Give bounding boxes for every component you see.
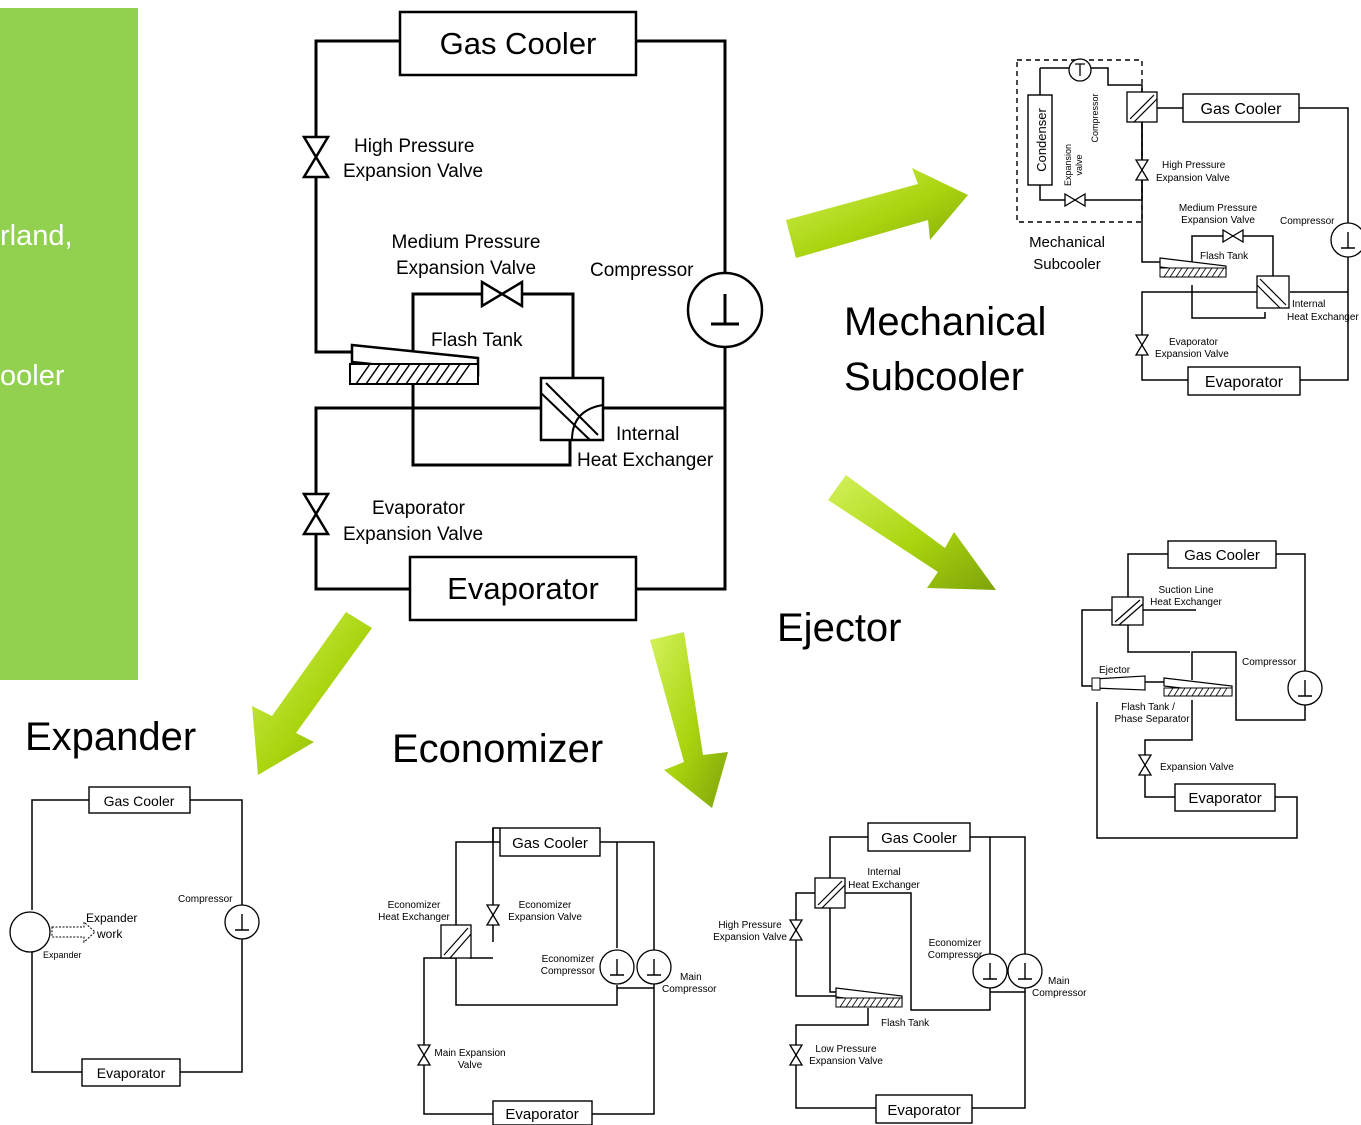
ms-small-compressor-label: Compressor	[1090, 93, 1100, 142]
ex-expander-work-label-1: Expander	[86, 911, 137, 925]
ec-econ-compressor-label-1: Economizer	[542, 954, 595, 965]
main-hp-valve-label-1: High Pressure	[354, 136, 474, 157]
main-ihx-label-2: Heat Exchanger	[577, 450, 714, 471]
ms-caption-2: Subcooler	[1033, 256, 1101, 273]
ef-econ-compressor-label-2: Compressor	[928, 950, 983, 961]
economizer-flash-diagram: Gas Cooler Internal Heat Exchanger High …	[713, 822, 1087, 1124]
ms-hp-valve-label-1: High Pressure	[1162, 160, 1226, 171]
ms-small-expansion-label-1: Expansion	[1063, 144, 1073, 186]
ec-valve-label-2: Expansion Valve	[508, 912, 582, 923]
economizer-diagram: Gas Cooler Economizer Heat Exchanger Eco…	[378, 827, 717, 1125]
ec-main-compressor-label-2: Compressor	[662, 984, 717, 995]
ms-evap-valve-label-1: Evaporator	[1169, 337, 1219, 348]
ef-gas-cooler-label: Gas Cooler	[881, 830, 957, 847]
ex-expander-label: Expander	[43, 950, 82, 960]
main-evaporator	[408, 555, 638, 622]
ms-ihx-label-2: Heat Exchanger	[1287, 312, 1359, 323]
arrow-to-economizer	[650, 632, 728, 808]
ec-main-compressor-label-1: Main	[680, 972, 702, 983]
arrow-to-mechanical-subcooler	[786, 168, 968, 258]
ef-main-compressor-label-1: Main	[1048, 976, 1070, 987]
main-cycle: Gas Cooler Evaporator High Pressure Expa…	[302, 10, 764, 622]
ms-mp-valve-label-2: Expansion Valve	[1181, 215, 1255, 226]
flash-tank-icon	[349, 343, 480, 385]
ms-evaporator-label: Evaporator	[1205, 374, 1284, 391]
ex-expander-work-label-2: work	[96, 927, 123, 941]
ef-hp-valve-label-1: High Pressure	[718, 920, 782, 931]
ef-econ-compressor-label-1: Economizer	[929, 938, 982, 949]
ex-compressor-label: Compressor	[178, 894, 233, 905]
ej-suction-hx-label-1: Suction Line	[1158, 585, 1213, 596]
arrow-to-ejector	[828, 475, 996, 590]
ms-caption-1: Mechanical	[1029, 234, 1105, 251]
ec-valve-label-1: Economizer	[519, 900, 572, 911]
ejector-title: Ejector	[777, 606, 902, 650]
ec-hx-label-1: Economizer	[388, 900, 441, 911]
ef-main-compressor-label-2: Compressor	[1032, 988, 1087, 999]
main-hp-valve-label-2: Expansion Valve	[343, 161, 483, 182]
main-gas-cooler-label: Gas Cooler	[440, 26, 597, 61]
main-evap-valve-label-2: Expansion Valve	[343, 524, 483, 545]
main-evaporator-label: Evaporator	[447, 571, 599, 606]
panel-text-fragment-1: rland,	[0, 220, 73, 252]
ex-evaporator-label: Evaporator	[97, 1065, 166, 1081]
ef-lp-valve-label-1: Low Pressure	[815, 1044, 877, 1055]
ef-flash-tank-label: Flash Tank	[881, 1018, 930, 1029]
ef-ihx-label-2: Heat Exchanger	[848, 880, 920, 891]
economizer-title: Economizer	[392, 727, 603, 771]
ms-compressor-label: Compressor	[1280, 216, 1335, 227]
expander-diagram: Gas Cooler Expander work Expander Compre…	[9, 786, 260, 1087]
mechanical-subcooler-title-1: Mechanical	[844, 300, 1046, 344]
ef-lp-valve-label-2: Expansion Valve	[809, 1056, 883, 1067]
ejector-diagram: Gas Cooler Suction Line Heat Exchanger C…	[1081, 540, 1323, 839]
ej-gas-cooler-label: Gas Cooler	[1184, 547, 1260, 564]
ec-evaporator-label: Evaporator	[505, 1106, 578, 1123]
ec-gas-cooler-label: Gas Cooler	[512, 835, 588, 852]
ef-evaporator-label: Evaporator	[887, 1102, 960, 1119]
ec-main-valve-label-1: Main Expansion	[434, 1048, 505, 1059]
evaporator-valve-icon	[302, 492, 330, 536]
main-evap-valve-label-1: Evaporator	[372, 498, 466, 519]
main-mp-valve-label-1: Medium Pressure	[392, 232, 541, 253]
main-gas-cooler	[398, 10, 638, 77]
ej-flash-tank-label-1: Flash Tank /	[1121, 702, 1175, 713]
ms-gas-cooler-label: Gas Cooler	[1201, 101, 1283, 118]
mechanical-subcooler-diagram: Condenser Compressor Expansion valve Mec…	[1016, 58, 1361, 396]
ms-ihx-label-1: Internal	[1292, 299, 1325, 310]
ec-main-valve-label-2: Valve	[458, 1060, 483, 1071]
main-mp-valve-label-2: Expansion Valve	[396, 258, 536, 279]
ej-suction-hx-label-2: Heat Exchanger	[1150, 597, 1222, 608]
ej-compressor-label: Compressor	[1242, 657, 1297, 668]
main-compressor-label: Compressor	[590, 260, 694, 281]
ms-evap-valve-label-2: Expansion Valve	[1155, 349, 1229, 360]
ej-expansion-valve-label: Expansion Valve	[1160, 762, 1234, 773]
arrow-to-expander	[252, 612, 372, 775]
ms-hp-valve-label-2: Expansion Valve	[1156, 173, 1230, 184]
internal-heat-exchanger-icon	[539, 376, 605, 442]
ef-hp-valve-label-2: Expansion Valve	[713, 932, 787, 943]
ms-flash-tank-label: Flash Tank	[1200, 251, 1249, 262]
ex-gas-cooler-label: Gas Cooler	[104, 793, 175, 809]
compressor-icon	[686, 271, 764, 349]
expander-title: Expander	[25, 715, 196, 759]
medium-pressure-valve-icon	[480, 280, 524, 308]
ec-econ-compressor-label-2: Compressor	[541, 966, 596, 977]
ej-evaporator-label: Evaporator	[1188, 790, 1261, 807]
ec-hx-label-2: Heat Exchanger	[378, 912, 450, 923]
main-ihx-label-1: Internal	[616, 424, 679, 445]
ej-ejector-label: Ejector	[1099, 665, 1131, 676]
ef-ihx-label-1: Internal	[867, 867, 900, 878]
high-pressure-valve-icon	[302, 135, 330, 179]
ms-small-expansion-label-2: valve	[1074, 154, 1084, 175]
ms-mp-valve-label-1: Medium Pressure	[1179, 203, 1258, 214]
main-flash-tank-label: Flash Tank	[431, 330, 523, 351]
green-side-panel: rland, ooler	[0, 8, 138, 680]
mechanical-subcooler-title-2: Subcooler	[844, 355, 1024, 399]
ej-flash-tank-label-2: Phase Separator	[1114, 714, 1190, 725]
panel-text-fragment-2: ooler	[0, 360, 65, 392]
ms-condenser-label: Condenser	[1034, 108, 1049, 172]
